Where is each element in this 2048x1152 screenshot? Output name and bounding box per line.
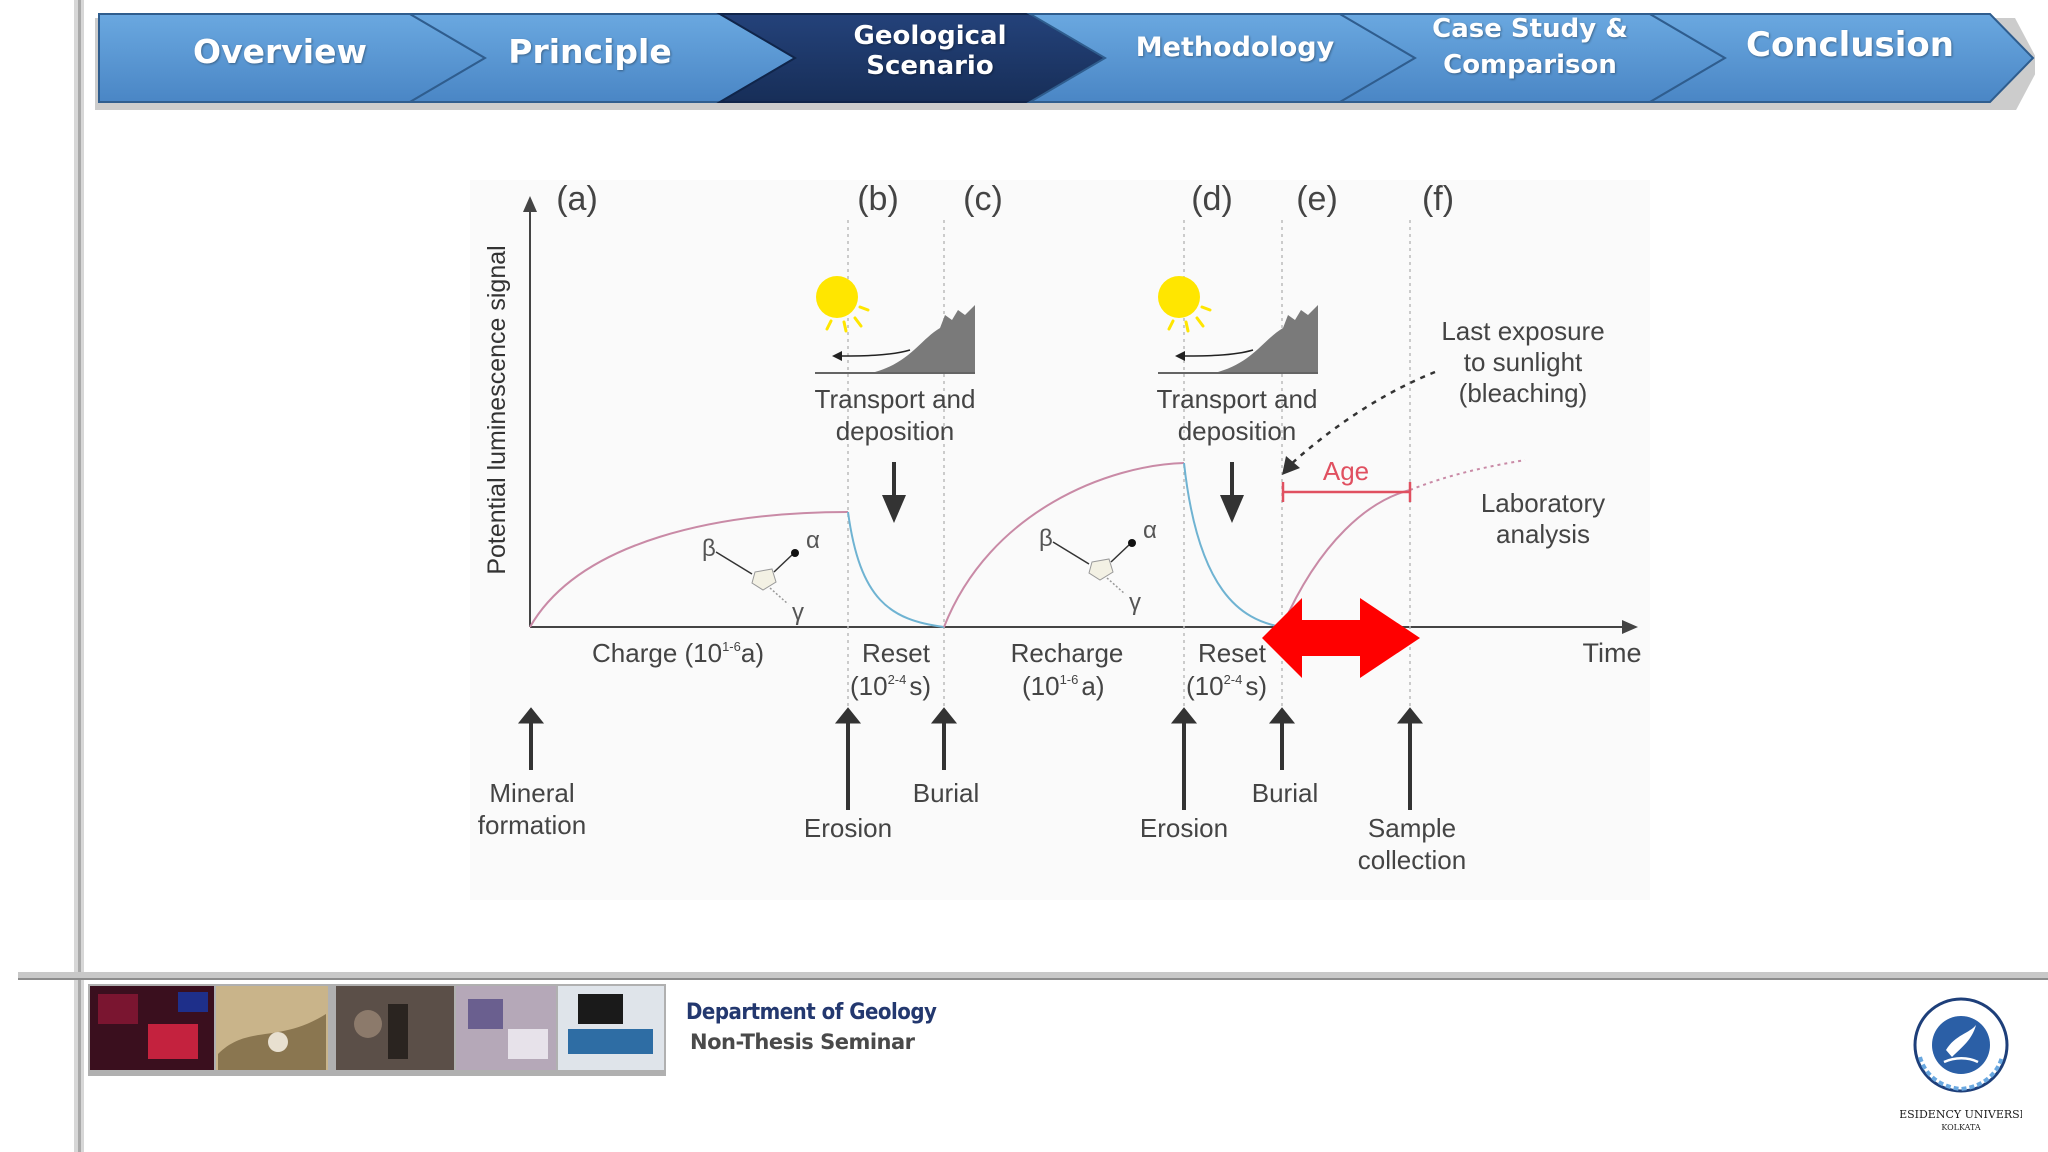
reset-curve-1 [847,511,945,628]
logo-city: KOLKATA [1941,1123,1981,1132]
event-burial-2: Burial [1252,778,1318,808]
event-sample-line1: Sample [1368,813,1456,843]
alpha-symbol: α [806,527,820,554]
sun-icon [1158,276,1200,318]
photo-instruments [456,986,556,1070]
last-exposure-line2: to sunlight [1464,347,1583,377]
highlight-double-arrow [1262,598,1420,678]
transport-label-1-line1: Transport and [815,384,976,414]
photo-sampling [336,986,454,1070]
photo-lab-room [90,986,214,1070]
y-axis-label: Potential luminescence signal [483,245,511,574]
last-exposure-line1: Last exposure [1441,316,1604,346]
university-logo: PRESIDENCY UNIVERSITY KOLKATA [1900,997,2022,1132]
phase-reset-2: Reset [1198,638,1267,668]
radiation-icon-2: β α γ [1039,517,1157,616]
last-exposure-line3: (bleaching) [1459,378,1588,408]
transport-label-2-line1: Transport and [1157,384,1318,414]
transport-label-1-line2: deposition [836,416,955,446]
phase-recharge: Recharge [1011,638,1124,668]
diagram-background [470,180,1650,900]
event-sample-line2: collection [1358,845,1466,875]
stage-label-b: (b) [857,180,899,218]
nav-tab-conclusion[interactable]: Conclusion [1746,25,1954,65]
event-burial-1: Burial [913,778,979,808]
logo-university-name: PRESIDENCY UNIVERSITY [1900,1108,2022,1121]
radiation-icon-1: β α γ [702,527,820,626]
footer-divider [18,972,2048,978]
recharge-curve [943,462,1185,628]
beta-symbol: β [702,535,716,562]
seminar-name: Non-Thesis Seminar [690,1030,915,1054]
sun-icon [816,276,858,318]
nav-tab-case-study[interactable]: Case Study & Comparison [1432,14,1628,80]
event-mineral-line2: formation [478,810,586,840]
age-label: Age [1323,456,1369,486]
stage-label-a: (a) [556,180,598,218]
photo-outcrop [216,986,328,1070]
nav-tab-bg-conclusion[interactable] [1646,13,2035,103]
x-axis-arrowhead [1622,620,1638,634]
hill-icon [815,305,975,372]
nav-tab-geological-scenario[interactable]: Geological Scenario [853,21,1007,81]
event-mineral-line1: Mineral [489,778,574,808]
left-border-line [78,0,81,1152]
nav-tab-overview[interactable]: Overview [193,31,367,71]
bleaching-pointer-head [1282,456,1300,475]
deposition-arrow-1 [882,462,906,523]
age-bracket [1281,482,1412,502]
stage-label-d: (d) [1191,180,1233,218]
stage-label-c: (c) [963,180,1003,218]
lab-curve-dotted [1409,459,1526,491]
lab-analysis-line1: Laboratory [1481,488,1605,518]
logo-ring [1913,997,2009,1093]
beta-symbol: β [1039,525,1053,552]
stage-label-f: (f) [1422,180,1454,218]
photo-strip [88,984,666,1076]
bleaching-pointer [1289,370,1436,466]
luminescence-diagram: Potential luminescence signal Time (a) (… [470,180,1650,900]
lab-curve [1281,489,1411,628]
alpha-symbol: α [1143,517,1157,544]
nav-chevrons [95,13,2035,110]
stage-label-e: (e) [1296,180,1338,218]
photo-reader [558,986,664,1070]
x-axis-label: Time [1583,638,1642,668]
gamma-symbol: γ [1129,589,1141,616]
transport-label-2-line2: deposition [1178,416,1297,446]
deposition-arrow-2 [1220,462,1244,523]
nav-tab-methodology[interactable]: Methodology [1135,31,1335,63]
phase-charge: Charge (101-6a) [592,638,764,668]
event-erosion-1: Erosion [804,813,892,843]
hill-icon [1158,305,1318,372]
lab-analysis-line2: analysis [1496,519,1590,549]
department-name: Department of Geology [686,1000,937,1025]
phase-reset-1: Reset [862,638,931,668]
y-axis-arrowhead [523,196,537,212]
sun-landscape-1 [815,276,975,374]
charge-curve [529,511,849,628]
event-erosion-2: Erosion [1140,813,1228,843]
nav-tab-principle[interactable]: Principle [508,31,672,71]
event-arrows [517,707,1424,810]
sun-landscape-2 [1158,276,1318,374]
reset-curve-2 [1183,462,1283,628]
section-nav: Overview Principle Geological Scenario M… [95,8,2035,110]
footer-divider-line [18,978,2048,980]
gamma-symbol: γ [792,599,804,626]
